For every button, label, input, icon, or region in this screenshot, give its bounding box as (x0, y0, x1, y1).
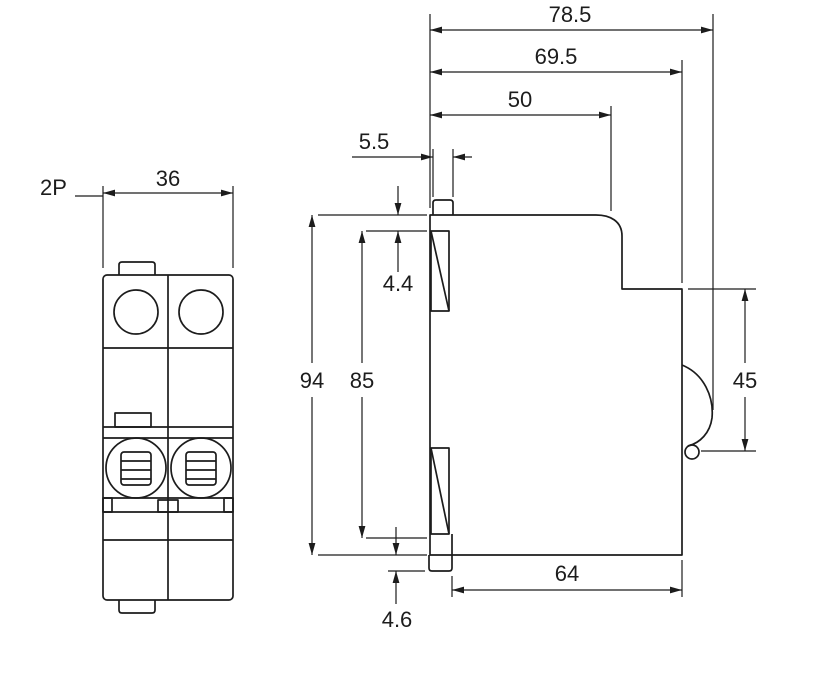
dim-inner-height-label: 85 (350, 368, 374, 393)
toggle-handle-left (120, 451, 152, 486)
side-notch-right (223, 497, 234, 513)
toggle-handle-right (185, 451, 217, 486)
arrowhead (670, 68, 682, 76)
dim-top-depth-label: 50 (508, 87, 532, 112)
dim-inner-height: 85 (350, 231, 427, 539)
arrowhead (394, 231, 402, 243)
label-window (114, 412, 152, 428)
dim-terminal-offset: 4.4 (366, 186, 427, 296)
arrowhead (701, 26, 713, 34)
side-bottom-clip-tab (428, 555, 453, 572)
bottom-terminal-clamp-line (430, 447, 450, 535)
terminal-screw-left (113, 289, 159, 335)
side-notch-left (102, 497, 113, 513)
dim-overall-depth-label: 78.5 (549, 2, 592, 27)
side-top-clip-tab (432, 199, 454, 215)
front-top-clip-tab (118, 261, 156, 275)
arrowhead (741, 439, 749, 451)
toggle-bezel-right (170, 437, 232, 499)
dim-clip-tab-label: 5.5 (359, 129, 390, 154)
arrowhead (430, 111, 442, 119)
top-terminal-clamp-line (430, 230, 450, 312)
arrowhead (392, 571, 400, 583)
arrowhead (453, 153, 465, 161)
arrowhead (394, 203, 402, 215)
arrowhead (392, 543, 400, 555)
side-view (428, 199, 714, 572)
front-view (102, 261, 234, 614)
arrowhead (308, 543, 316, 555)
dim-terminal-offset-label: 4.4 (383, 271, 414, 296)
toggle-lever-profile (681, 364, 714, 447)
arrowhead (358, 526, 366, 538)
arrowhead (308, 215, 316, 227)
arrowhead (670, 586, 682, 594)
dim-face-height-label: 45 (733, 368, 757, 393)
terminal-screw-right (178, 289, 224, 335)
dim-overall-depth: 78.5 (429, 2, 714, 410)
dim-bottom-depth: 64 (451, 560, 683, 597)
dim-top-depth: 50 (430, 87, 612, 211)
toggle-bezel-left (105, 437, 167, 499)
dim-overall-height: 94 (300, 214, 427, 556)
arrowhead (421, 153, 433, 161)
arrowhead (430, 68, 442, 76)
dim-bottom-depth-label: 64 (555, 561, 579, 586)
pole-count-label-group: 2P (40, 175, 103, 200)
top-terminal-cage (430, 230, 450, 312)
pole-count-label: 2P (40, 175, 67, 200)
toggle-lever-knob (684, 444, 700, 460)
arrowhead (741, 289, 749, 301)
dim-clip-tab: 5.5 (352, 129, 472, 197)
dim-clip-height-label: 4.6 (382, 607, 413, 632)
dim-face-depth: 69.5 (430, 44, 683, 283)
arrowhead (103, 189, 115, 197)
arrowhead (358, 231, 366, 243)
arrowhead (599, 111, 611, 119)
dim-front-width: 36 (102, 166, 234, 268)
bottom-terminal-cage (430, 447, 450, 535)
arrowhead (221, 189, 233, 197)
front-bottom-clip-tab (118, 600, 156, 614)
arrowhead (452, 586, 464, 594)
dim-face-depth-label: 69.5 (535, 44, 578, 69)
breaker-side-body (429, 214, 683, 556)
dim-front-width-label: 36 (156, 166, 180, 191)
dim-face-height: 45 (688, 288, 757, 452)
dim-clip-height: 4.6 (382, 527, 425, 632)
arrowhead (430, 26, 442, 34)
dim-overall-height-label: 94 (300, 368, 324, 393)
